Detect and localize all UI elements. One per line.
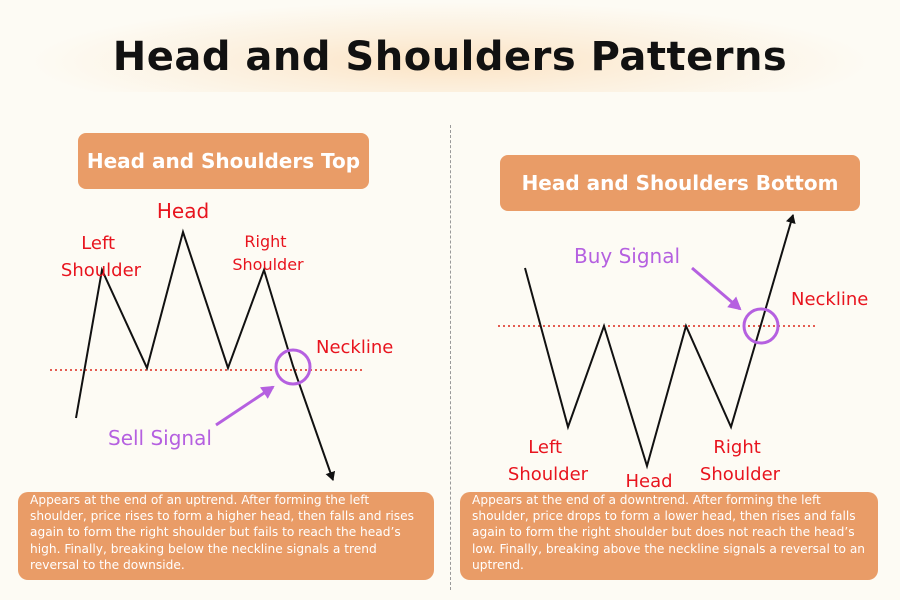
bottom-right-shoulder-line1: Right [713, 437, 760, 458]
top-pattern-description: Appears at the end of an uptrend. After … [18, 492, 434, 580]
top-breakout-circle [274, 348, 312, 386]
page-title: Head and Shoulders Patterns [112, 34, 788, 80]
bottom-signal-arrow [691, 266, 742, 311]
top-left-shoulder-line1: Left [81, 233, 115, 254]
bottom-right-shoulder-label: Right Shoulder [700, 437, 781, 485]
sell-signal-label: Sell Signal [108, 426, 212, 450]
panel-divider [450, 125, 451, 590]
header-band [0, 0, 900, 92]
bottom-neckline-label: Neckline [791, 289, 868, 310]
bottom-left-shoulder-label: Left Shoulder [508, 437, 589, 485]
top-head-label: Head [157, 199, 209, 223]
top-signal-arrow [215, 385, 275, 427]
top-neckline-label: Neckline [316, 337, 393, 358]
buy-signal-label: Buy Signal [574, 244, 680, 268]
top-pattern: Head Left Shoulder Right Shoulder Neckli… [50, 199, 393, 481]
top-pattern-title: Head and Shoulders Top [78, 133, 369, 189]
top-right-shoulder-line2: Shoulder [232, 255, 304, 274]
bottom-left-shoulder-line2: Shoulder [508, 464, 589, 485]
top-left-shoulder-line2: Shoulder [61, 260, 142, 281]
bottom-left-shoulder-line1: Left [528, 437, 562, 458]
bottom-pattern: Buy Signal Neckline Left Shoulder Head R… [498, 214, 868, 492]
bottom-head-label: Head [625, 471, 672, 492]
bottom-right-shoulder-line2: Shoulder [700, 464, 781, 485]
top-left-shoulder-label: Left Shoulder [61, 233, 142, 281]
top-right-shoulder-line1: Right [244, 232, 286, 251]
bottom-pattern-description: Appears at the end of a downtrend. After… [460, 492, 878, 580]
bottom-price-line [524, 214, 796, 470]
bottom-pattern-title: Head and Shoulders Bottom [500, 155, 860, 211]
bottom-breakout-circle [742, 307, 780, 345]
top-right-shoulder-label: Right Shoulder [232, 232, 304, 274]
